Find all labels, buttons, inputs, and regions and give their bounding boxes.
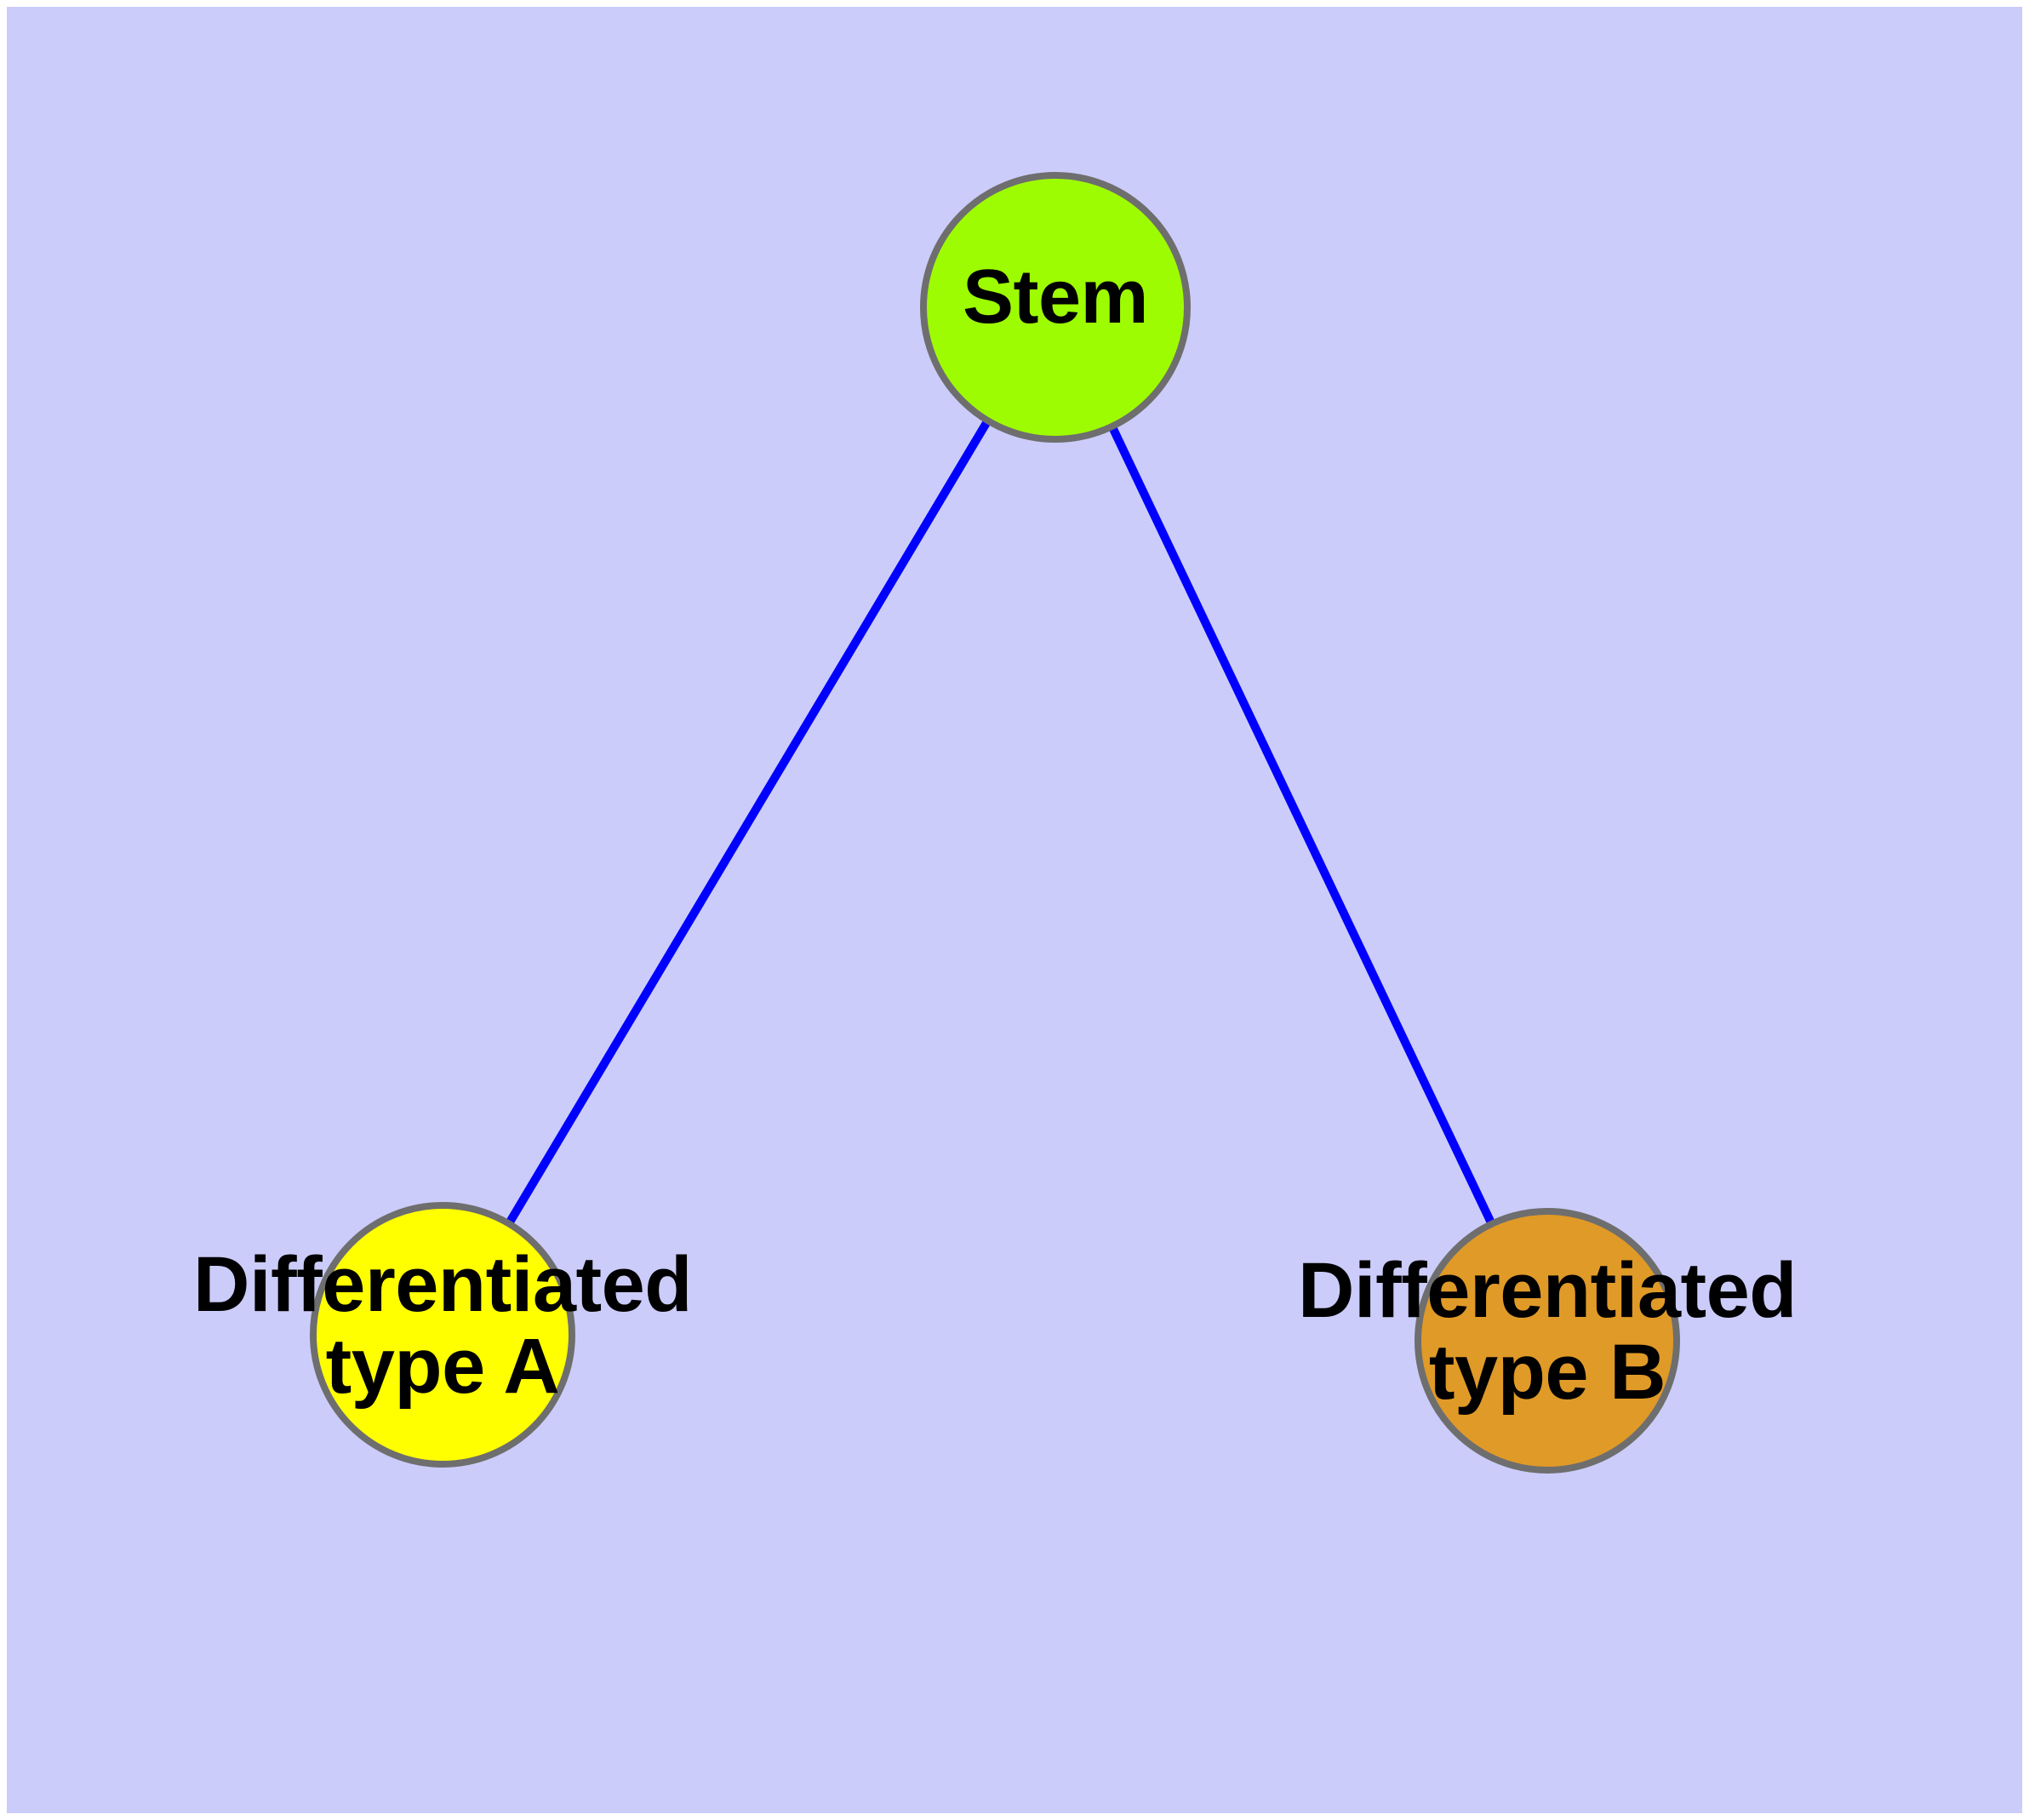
edge-stem-to-differentiated-type-a	[438, 305, 1060, 1337]
node-circle-stem[interactable]	[920, 172, 1191, 443]
edge-layer	[438, 305, 1552, 1343]
node-circle-differentiated-type-a[interactable]	[310, 1202, 575, 1468]
node-layer	[310, 172, 1680, 1474]
edge-stem-to-differentiated-type-b	[1051, 305, 1552, 1343]
node-circle-differentiated-type-b[interactable]	[1415, 1208, 1680, 1474]
